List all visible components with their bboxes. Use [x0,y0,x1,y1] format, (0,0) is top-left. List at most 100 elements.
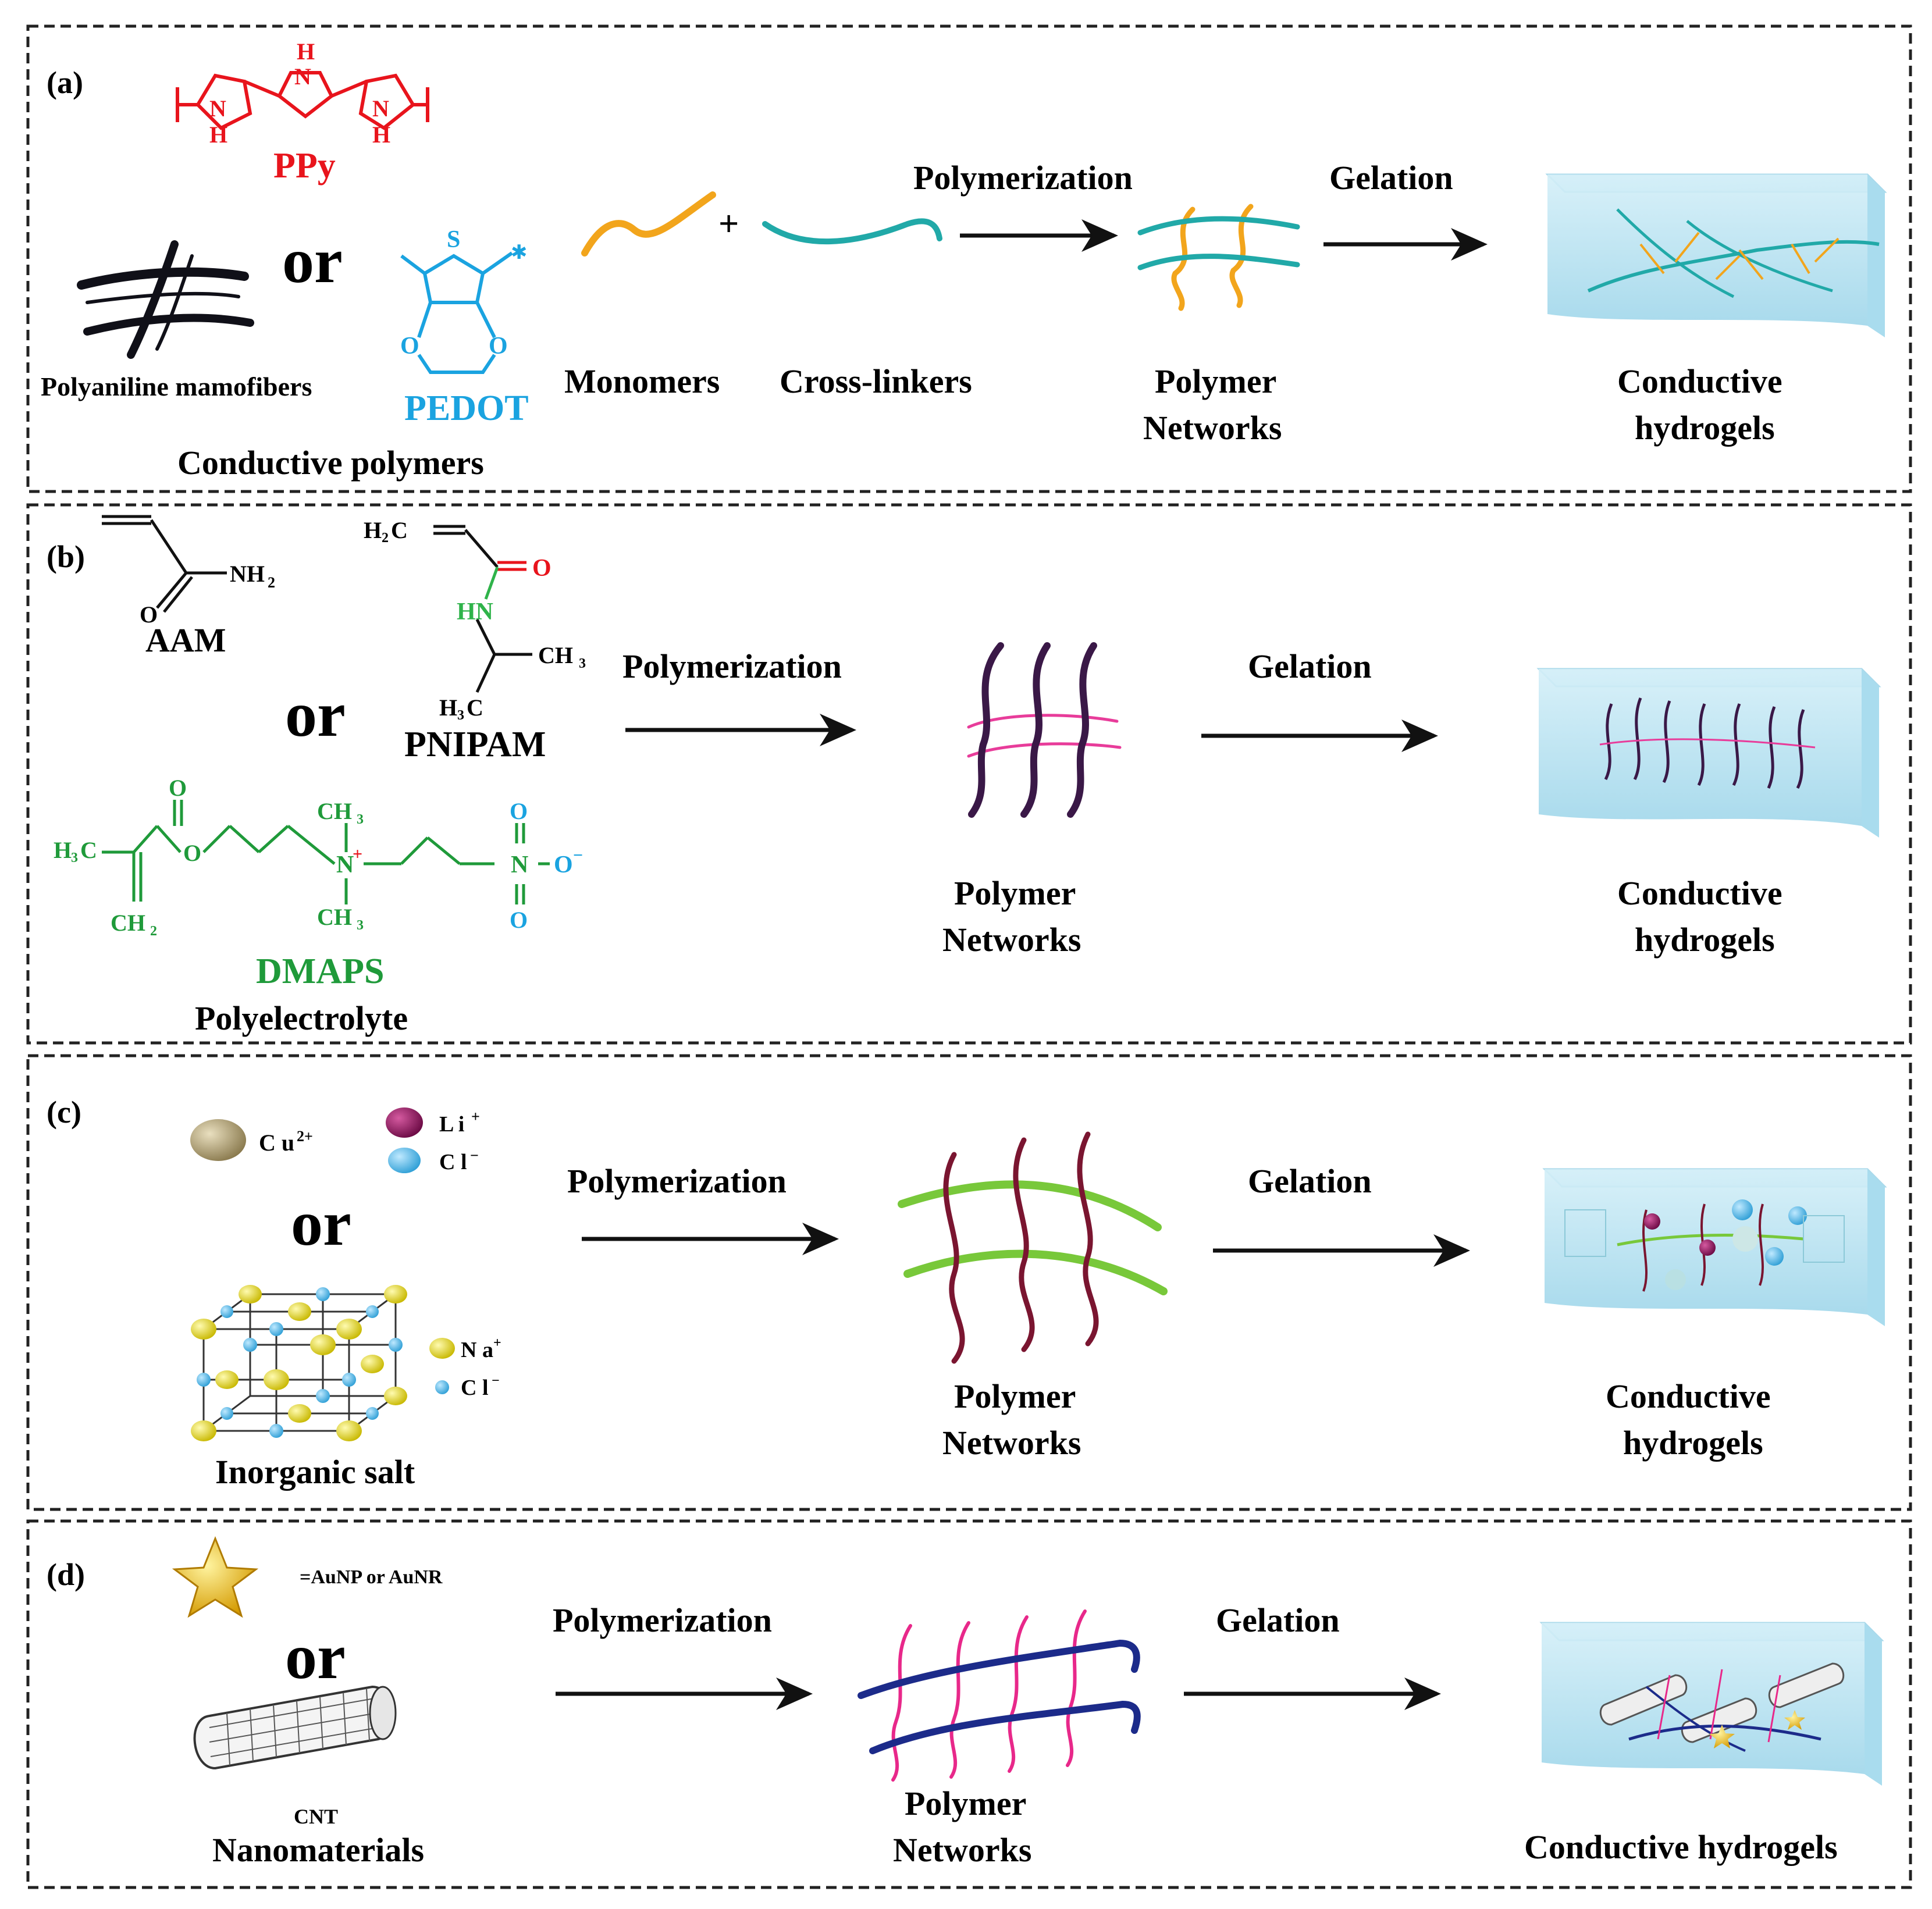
dmaps-n: N [336,852,354,878]
polyaniline-label: Polyaniline mamofibers [41,372,312,401]
panel-a-hydrogel-graphic [1545,173,1887,337]
panel-b-tag: (b) [47,539,85,574]
panel-a-network-line1: Polymer [1155,362,1276,400]
aam-nh2: NH [230,561,265,587]
pnipam-h3c-sub: 3 [457,708,464,723]
pnipam-ch3: CH [538,642,573,668]
crosslinker-graphic [762,218,942,245]
pedot-o2: O [489,333,508,359]
panel-d-step2-label: Gelation [1216,1601,1340,1639]
panel-c-hydrogel-graphic [1542,1168,1887,1326]
cu-charge: 2+ [297,1128,313,1145]
panel-b-hydrogel-graphic [1536,668,1881,838]
dmaps-no2-o-bot: O [510,907,528,933]
nacl-lattice-atoms [191,1285,407,1441]
panel-a-or: or [282,225,343,296]
monomer-graphic [581,191,716,257]
panel-a-border [26,24,1912,493]
ppy-h-right: H [372,122,390,148]
panel-a: (a) H N N H N H PPy [26,24,1912,493]
aam-nh2-sub: 2 [268,574,275,591]
panel-d-network-line1: Polymer [905,1785,1026,1822]
pnipam-h2c-c: C [391,517,408,543]
panel-c-step1-label: Polymerization [567,1162,787,1200]
panel-a-network-line2: Networks [1143,409,1282,447]
pedot-star-icon: ✱ [511,241,528,264]
cl-charge: − [470,1147,479,1164]
panel-c: (c) C u 2+ L i + C l − or [26,1054,1912,1511]
panel-a-result-line1: Conductive [1617,362,1782,400]
gold-star-icon [172,1536,259,1618]
pnipam-label: PNIPAM [404,725,546,764]
dmaps-no2-o-top: O [510,798,528,824]
panel-b-network-line2: Networks [942,921,1081,959]
dmaps-structure [102,800,494,904]
panel-d-hydrogel-graphic [1539,1622,1884,1786]
panel-c-network-graphic [898,1131,1168,1364]
ppy-n-left: N [209,95,226,122]
dmaps-no2-charge: − [573,846,583,865]
panel-a-step1-label: Polymerization [913,159,1133,197]
pedot-s: S [447,226,460,253]
panel-c-network-line1: Polymer [954,1377,1076,1415]
li-ion-icon [386,1107,423,1138]
pedot-label: PEDOT [404,389,529,428]
monomers-label: Monomers [564,362,720,400]
dmaps-no2 [515,823,550,904]
cl2-charge: − [492,1373,500,1388]
pnipam-hn: HN [457,599,493,625]
pnipam-h3c-c: C [467,694,483,721]
dmaps-h3c-c: C [80,837,97,863]
pnipam-h2c-h: H [364,517,382,543]
dmaps-ch2: CH [111,910,145,936]
cl2-label: C l [461,1376,489,1400]
panel-c-or: or [291,1188,351,1259]
panel-c-tag: (c) [47,1095,81,1130]
polyaniline-fibers-graphic [77,240,254,359]
ppy-n-top: N [294,63,311,90]
star-legend: =AuNP or AuNR [300,1566,443,1588]
dmaps-no2-n: N [511,852,528,878]
panel-b-network-line1: Polymer [954,874,1076,912]
cl-ion-icon [388,1148,421,1173]
pnipam-h2c-sub: 2 [382,530,389,546]
pedot-structure [400,251,513,374]
panel-b-result-line2: hydrogels [1635,921,1775,959]
dmaps-label: DMAPS [256,952,384,991]
pnipam-h3c-h: H [439,694,457,721]
dmaps-ch2-sub: 2 [150,924,157,939]
pnipam-ch3-sub: 3 [579,656,586,671]
dmaps-n-charge: + [353,845,362,864]
panel-a-result-line2: hydrogels [1635,409,1775,447]
na-charge: + [493,1335,501,1351]
cnt-graphic [193,1685,397,1770]
panel-a-network-graphic [1137,204,1300,311]
panel-b-or: or [285,679,346,750]
dmaps-atoms: H 3 C CH 2 O O CH 3 CH 3 N + N DMAPS [54,775,528,991]
ppy-n-right: N [372,95,389,122]
panel-b-step2-label: Gelation [1248,647,1372,685]
panel-d-result-line1: Conductive hydrogels [1524,1828,1838,1866]
panel-b-result-line1: Conductive [1617,874,1782,912]
cu-label: C u [259,1130,294,1156]
cu-ion-icon [190,1119,246,1161]
panel-d-or: or [285,1621,346,1692]
panel-c-network-line2: Networks [942,1424,1081,1462]
panel-c-border [26,1054,1912,1511]
na-label: N a [461,1338,493,1362]
panel-c-source-label: Inorganic salt [215,1453,415,1491]
aam-label: AAM [145,621,226,659]
panel-d: (d) =AuNP or AuNR or CNT Nanomaterials P… [26,1519,1912,1889]
dmaps-h3c-sub: 3 [71,850,78,866]
ppy-h-left: H [209,122,227,148]
panel-d-source-label: Nanomaterials [212,1831,424,1869]
dmaps-no2-atoms: O O O − [510,798,583,933]
plus-sign: + [718,204,739,244]
cl-label: C l [439,1150,467,1174]
dmaps-o-top: O [169,775,187,801]
pedot-o1: O [400,333,419,359]
panel-b: (b) NH 2 O AAM or H 2 C O [26,503,1912,1045]
dmaps-ch3-bot-sub: 3 [357,918,364,933]
panel-a-source-label: Conductive polymers [177,444,484,482]
